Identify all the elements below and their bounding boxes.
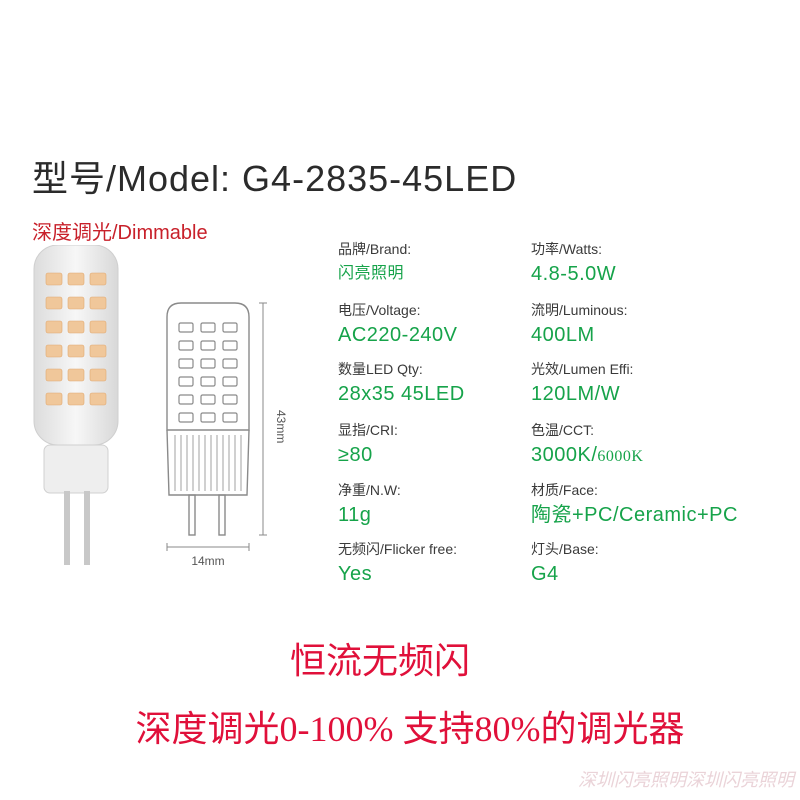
spec-luminous-label: 流明/Luminous: — [531, 302, 628, 318]
spec-cct-value: 3000K/6000K — [531, 442, 643, 470]
spec-nw-value: 11g — [338, 504, 372, 526]
spec-lumen-effi-value: 120LM/W — [531, 383, 621, 405]
watermark-text: 深圳闪亮照明深圳闪亮照明 — [578, 770, 794, 790]
spec-voltage-label: 电压/Voltage: — [338, 302, 421, 318]
spec-cri: 显指/CRI: ≥80 — [338, 421, 398, 468]
spec-brand-label: 品牌/Brand: — [338, 241, 412, 257]
spec-base: 灯头/Base: G4 — [531, 540, 599, 587]
spec-voltage: 电压/Voltage: AC220-240V — [338, 301, 458, 348]
spec-base-label: 灯头/Base: — [531, 541, 599, 557]
spec-flicker: 无频闪/Flicker free: Yes — [338, 540, 457, 587]
spec-cct-label: 色温/CCT: — [531, 422, 594, 438]
spec-lumen-effi-label: 光效/Lumen Effi: — [531, 361, 634, 377]
spec-nw-label: 净重/N.W: — [338, 482, 401, 498]
spec-voltage-value: AC220-240V — [338, 324, 458, 346]
spec-face-value: 陶瓷+PC/Ceramic+PC — [531, 504, 738, 526]
spec-watts: 功率/Watts: 4.8-5.0W — [531, 240, 616, 287]
spec-luminous: 流明/Luminous: 400LM — [531, 301, 627, 348]
spec-cct-value-a: 3000K/ — [531, 444, 598, 466]
spec-cct: 色温/CCT: 3000K/6000K — [531, 421, 643, 470]
height-dimension-label: 43mm — [274, 410, 288, 443]
spec-led-qty: 数量LED Qty: 28x35 45LED — [338, 360, 465, 407]
spec-led-qty-value: 28x35 45LED — [338, 383, 465, 405]
spec-cri-label: 显指/CRI: — [338, 422, 398, 438]
bulb-photo — [33, 245, 119, 565]
spec-brand: 品牌/Brand: 闪亮照明 — [338, 240, 411, 287]
spec-nw: 净重/N.W: 11g — [338, 481, 401, 528]
spec-brand-value: 闪亮照明 — [338, 265, 405, 282]
promo-line-1: 恒流无频闪 — [289, 641, 470, 681]
spec-watts-label: 功率/Watts: — [531, 241, 603, 257]
spec-flicker-label: 无频闪/Flicker free: — [338, 541, 458, 557]
spec-lumen-effi: 光效/Lumen Effi: 120LM/W — [531, 360, 633, 407]
page-title: 型号/Model: G4-2835-45LED — [32, 158, 518, 199]
spec-led-qty-label: 数量LED Qty: — [338, 361, 423, 377]
spec-cri-value: ≥80 — [338, 444, 373, 466]
spec-base-value: G4 — [531, 563, 559, 585]
dimmable-subtitle: 深度调光/Dimmable — [32, 222, 208, 244]
dimension-drawing: 43mm 14mm — [166, 302, 288, 568]
spec-watts-value: 4.8-5.0W — [531, 263, 617, 285]
promo-line-2: 深度调光0-100% 支持80%的调光器 — [135, 709, 685, 749]
spec-luminous-value: 400LM — [531, 324, 595, 346]
spec-face-label: 材质/Face: — [531, 482, 598, 498]
spec-face: 材质/Face: 陶瓷+PC/Ceramic+PC — [531, 481, 738, 528]
spec-flicker-value: Yes — [338, 563, 373, 585]
spec-cct-value-b: 6000K — [597, 448, 644, 465]
width-dimension-label: 14mm — [191, 554, 224, 568]
